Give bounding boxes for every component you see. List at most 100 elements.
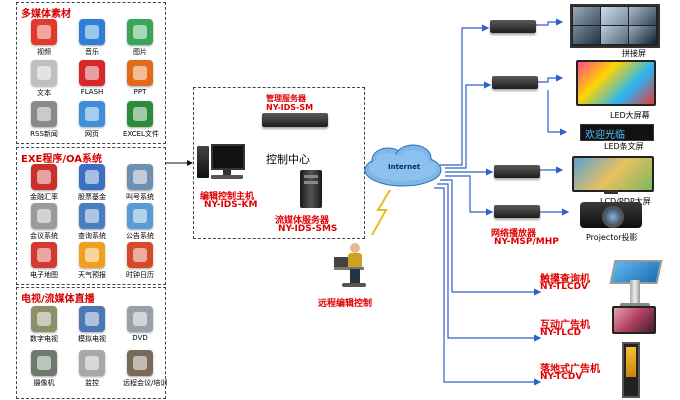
stream-server-model: NY-IDS-SMS [278,224,338,234]
multimedia-item: 视频 [27,19,61,57]
edit-host-icon [197,142,245,180]
stock-fund-icon [79,164,105,190]
exe-item-label: 时钟日历 [126,271,154,279]
tv-item-label: 模拟电视 [78,335,106,343]
output-label-2: LED大屏幕 [610,111,650,120]
webpage-icon [79,101,105,127]
multimedia-item-label: 视频 [37,48,51,56]
line-terminal-2 [437,183,542,342]
music-icon [79,19,105,45]
multimedia-item-label: FLASH [80,88,104,96]
remote-operator-icon [334,243,370,291]
exchange-rate-icon [31,164,57,190]
exe-item: 股票基金 [75,164,109,202]
output-label-4: LCD/PDP大屏 [600,196,651,207]
terminal-2-model: NY-TLCD [540,328,582,338]
output-label-1: 拼接屏 [622,49,646,58]
multimedia-item-label: 图片 [133,48,147,56]
multimedia-item-label: 文本 [37,89,51,97]
network-player-2-icon [492,76,538,89]
line-player-1 [440,24,490,166]
network-player-name: 网络播放器 [491,229,537,239]
stream-server-name: 流媒体服务器 [275,216,330,226]
exe-item-label: 金融汇率 [30,193,58,201]
multimedia-item: 网页 [75,101,109,139]
exe-item-label: 电子地图 [30,271,58,279]
tv-item-label: DVD [132,334,148,342]
exe-item-label: 查询系统 [78,232,106,240]
multimedia-item: 文本 [27,60,61,98]
ppt-icon [127,60,153,86]
map-icon [31,242,57,268]
multimedia-item: 图片 [123,19,157,57]
line-player-4 [445,175,494,216]
multimedia-item: RSS新闻 [27,101,61,139]
tv-item: 远程会议/培训 [123,350,167,388]
output-label-3: LED条文屏 [604,142,644,151]
exe-item: 查询系统 [75,203,109,241]
line-screen-3 [547,90,568,136]
tv-item-label: 数字电视 [30,335,58,343]
text-icon [31,60,57,86]
exe-item: 会议系统 [27,203,61,241]
multimedia-item: 音乐 [75,19,109,57]
lcd-stand-icon [604,190,618,194]
tv-item-label: 监控 [85,379,99,387]
stream-server-icon [300,170,322,208]
multimedia-item: EXCEL文件 [123,101,159,139]
terminal-2-name: 互动广告机 [540,320,590,331]
video-wall-icon [570,4,660,48]
led-screen-icon [576,60,656,106]
terminal-3-name: 落地式广告机 [540,364,600,375]
mgmt-server-icon [262,113,328,127]
network-player-model: NY-MSP/MHP [494,237,559,247]
projector-icon [580,202,642,228]
edit-host-model: NY-IDS-KM [204,200,258,210]
exe-item: 公告系统 [123,203,157,241]
network-player-4-icon [494,205,540,218]
exe-item-label: 叫号系统 [126,193,154,201]
satellite-icon [31,306,57,332]
exe-item: 电子地图 [27,242,61,280]
control-center-box [193,87,365,239]
network-player-3-icon [494,165,540,178]
query-system-icon [79,203,105,229]
lcd-screen-icon [572,156,654,192]
panel-multimedia-title: 多媒体素材 [21,9,71,20]
panel-multimedia: 多媒体素材 视频 音乐 图片文本 FLASH PPT RSS新闻 网页 EXCEL文件 [16,2,166,144]
multimedia-item: FLASH [75,60,109,96]
terminal-1-model: NY-TLCDV [540,282,589,292]
terminal-1-name: 触摸查询机 [540,274,590,285]
led-strip-text: 欢迎光临 [585,130,625,141]
tv-item: DVD [123,306,157,342]
multimedia-item-label: PPT [133,88,147,96]
video-conference-icon [127,350,153,376]
exe-item-label: 公告系统 [126,232,154,240]
tv-tower-icon [79,306,105,332]
multimedia-item: PPT [123,60,157,96]
rss-icon [31,101,57,127]
mgmt-server-name: 管理服务器 [266,94,306,103]
internet-cloud-icon [364,144,442,187]
surveillance-icon [79,350,105,376]
dvd-icon [127,306,153,332]
internet-label: Internet [388,163,421,171]
queue-system-icon [127,164,153,190]
exe-item-label: 天气预报 [78,271,106,279]
exe-item: 时钟日历 [123,242,157,280]
meeting-system-icon [31,203,57,229]
line-terminal-1 [440,179,542,296]
camera-icon [31,350,57,376]
remote-control-label: 远程编辑控制 [318,299,373,309]
tv-item: 监控 [75,350,109,388]
exe-item-label: 会议系统 [30,232,58,240]
multimedia-item-label: 音乐 [85,48,99,56]
line-terminal-3 [434,187,542,386]
mgmt-server-model: NY-IDS-SM [266,103,314,112]
picture-icon [127,19,153,45]
exe-item-label: 股票基金 [78,193,106,201]
led-strip-icon: 欢迎光临 [580,124,654,141]
panel-exe-title: EXE程序/OA系统 [21,154,102,165]
multimedia-item-label: RSS新闻 [30,130,58,138]
